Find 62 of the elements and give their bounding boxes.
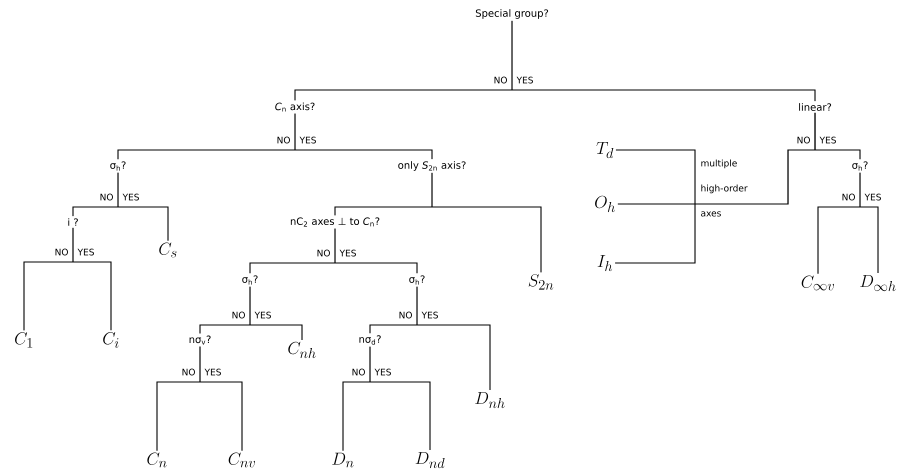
question-text: nC$_{2}$ axes ⊥ to C$_{n}$? bbox=[290, 217, 380, 227]
branch-line bbox=[117, 172, 169, 241]
branch-label: NO bbox=[180, 368, 196, 376]
point-group-label: $C_i$ bbox=[103, 332, 118, 348]
branch-line bbox=[814, 112, 861, 160]
note-text: multiple high-order axes bbox=[701, 160, 748, 217]
branch-line bbox=[369, 346, 431, 450]
branch-line bbox=[334, 228, 418, 274]
question-text: linear? bbox=[799, 103, 832, 111]
question-text: nσ$_{d}$? bbox=[359, 335, 381, 345]
branch-label: NO bbox=[492, 76, 508, 84]
branch-line bbox=[511, 20, 816, 102]
branch-label: YES bbox=[122, 192, 140, 202]
branch-label: NO bbox=[350, 368, 366, 376]
question-text: nσ$_{v}$? bbox=[190, 336, 211, 344]
point-group-label: $C_{\infty v}$ bbox=[802, 275, 834, 290]
branch-label: NO bbox=[398, 310, 414, 320]
branch-line bbox=[859, 172, 879, 274]
question-text: σ$_{h}$? bbox=[110, 161, 126, 171]
branch-line bbox=[72, 228, 112, 330]
point-group-label: $I_h$ bbox=[598, 255, 612, 272]
question-text: σ$_{h}$? bbox=[852, 161, 868, 171]
branch-line bbox=[294, 114, 433, 160]
branch-label: NO bbox=[316, 248, 332, 258]
branch-label: YES bbox=[516, 76, 534, 84]
branch-label: YES bbox=[338, 248, 358, 258]
branch-label: NO bbox=[796, 136, 812, 144]
question-text: C$_{n}$ axis? bbox=[275, 102, 315, 112]
point-group-label: $C_{nv}$ bbox=[228, 452, 255, 468]
branch-label: YES bbox=[254, 310, 272, 320]
branch-label: YES bbox=[818, 136, 838, 144]
question-text: only S$_{2n}$ axis? bbox=[398, 161, 466, 171]
branch-label: YES bbox=[76, 248, 96, 256]
point-group-label: $O_h$ bbox=[595, 196, 615, 212]
question-text: i ? bbox=[68, 218, 78, 226]
branch-line bbox=[431, 172, 542, 272]
branch-line bbox=[416, 286, 491, 390]
question-text: Special group? bbox=[476, 9, 548, 19]
branch-label: NO bbox=[840, 192, 856, 202]
branch-label: NO bbox=[54, 248, 70, 256]
point-group-label: $S_{2n}$ bbox=[528, 274, 554, 290]
branch-line bbox=[199, 346, 243, 451]
point-group-label: $C_1$ bbox=[15, 332, 32, 348]
point-group-label: $C_n$ bbox=[147, 452, 167, 468]
branch-label: YES bbox=[374, 368, 392, 376]
point-group-label: $D_n$ bbox=[332, 452, 354, 468]
point-group-label: $C_{nh}$ bbox=[288, 342, 316, 358]
branch-label: NO bbox=[230, 310, 246, 320]
branch-label: YES bbox=[420, 310, 440, 320]
point-group-label: $C_s$ bbox=[159, 242, 176, 258]
question-text: σ$_{h}$? bbox=[409, 275, 425, 285]
branch-line bbox=[249, 286, 303, 340]
point-group-label: $D_{nd}$ bbox=[416, 452, 445, 468]
branch-label: YES bbox=[298, 136, 318, 144]
branch-label: NO bbox=[276, 136, 292, 144]
point-group-label: $D_{\infty h}$ bbox=[860, 275, 896, 292]
branch-label: YES bbox=[864, 192, 882, 202]
branch-label: YES bbox=[204, 368, 222, 376]
branch-label: NO bbox=[98, 192, 114, 202]
question-text: σ$_{h}$? bbox=[242, 275, 258, 285]
point-group-label: $T_d$ bbox=[596, 142, 614, 158]
point-group-label: $D_{nh}$ bbox=[475, 392, 505, 408]
